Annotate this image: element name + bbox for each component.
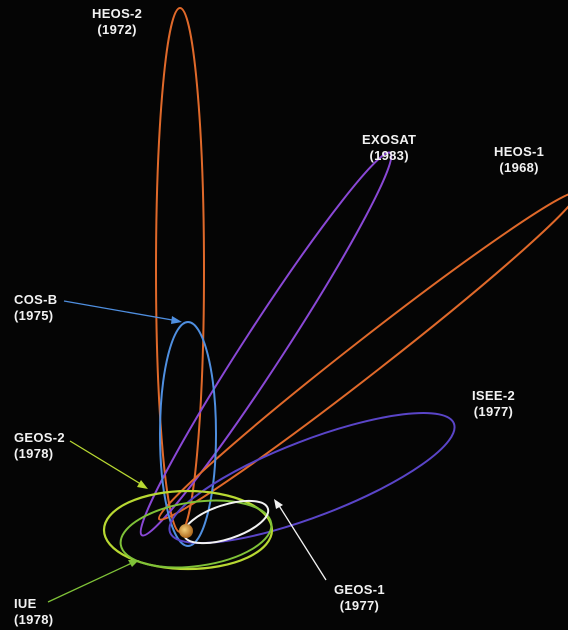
geos2-pointer [69,440,148,489]
label-exosat-year: (1983) [369,148,409,163]
label-geos2: GEOS-2 (1978) [14,430,65,462]
label-exosat-name: EXOSAT [362,132,417,147]
label-heos2-name: HEOS-2 [92,6,143,21]
label-geos1: GEOS-1 (1977) [334,582,385,614]
label-isee2-year: (1977) [473,404,514,419]
label-cosb-name: COS-B [14,292,58,307]
label-iue: IUE (1978) [14,596,53,628]
heos2-orbit [155,7,205,533]
isee2-orbit [168,411,456,545]
iue-orbit [119,499,273,569]
label-exosat: EXOSAT (1983) [362,132,416,164]
label-isee2: ISEE-2 (1977) [472,388,515,420]
label-geos2-name: GEOS-2 [14,430,65,445]
label-geos1-year: (1977) [339,598,380,613]
label-geos2-year: (1978) [14,446,54,461]
geos1-pointer [274,499,327,581]
label-cosb-year: (1975) [14,308,54,323]
geos2-orbit [102,489,274,571]
label-geos1-name: GEOS-1 [334,582,385,597]
iue-pointer [47,560,139,603]
label-heos1: HEOS-1 (1968) [494,144,544,176]
label-heos1-name: HEOS-1 [494,144,545,159]
heos1-orbit [157,191,568,521]
earth [179,524,193,538]
label-heos2: HEOS-2 (1972) [92,6,142,38]
label-iue-year: (1978) [14,612,54,627]
label-heos2-year: (1972) [97,22,137,37]
cosb-pointer [63,300,182,324]
label-isee2-name: ISEE-2 [472,388,515,403]
label-cosb: COS-B (1975) [14,292,57,324]
label-heos1-year: (1968) [499,160,539,175]
cosb-orbit [159,321,217,547]
label-iue-name: IUE [14,596,37,611]
exosat-orbit [139,151,393,537]
